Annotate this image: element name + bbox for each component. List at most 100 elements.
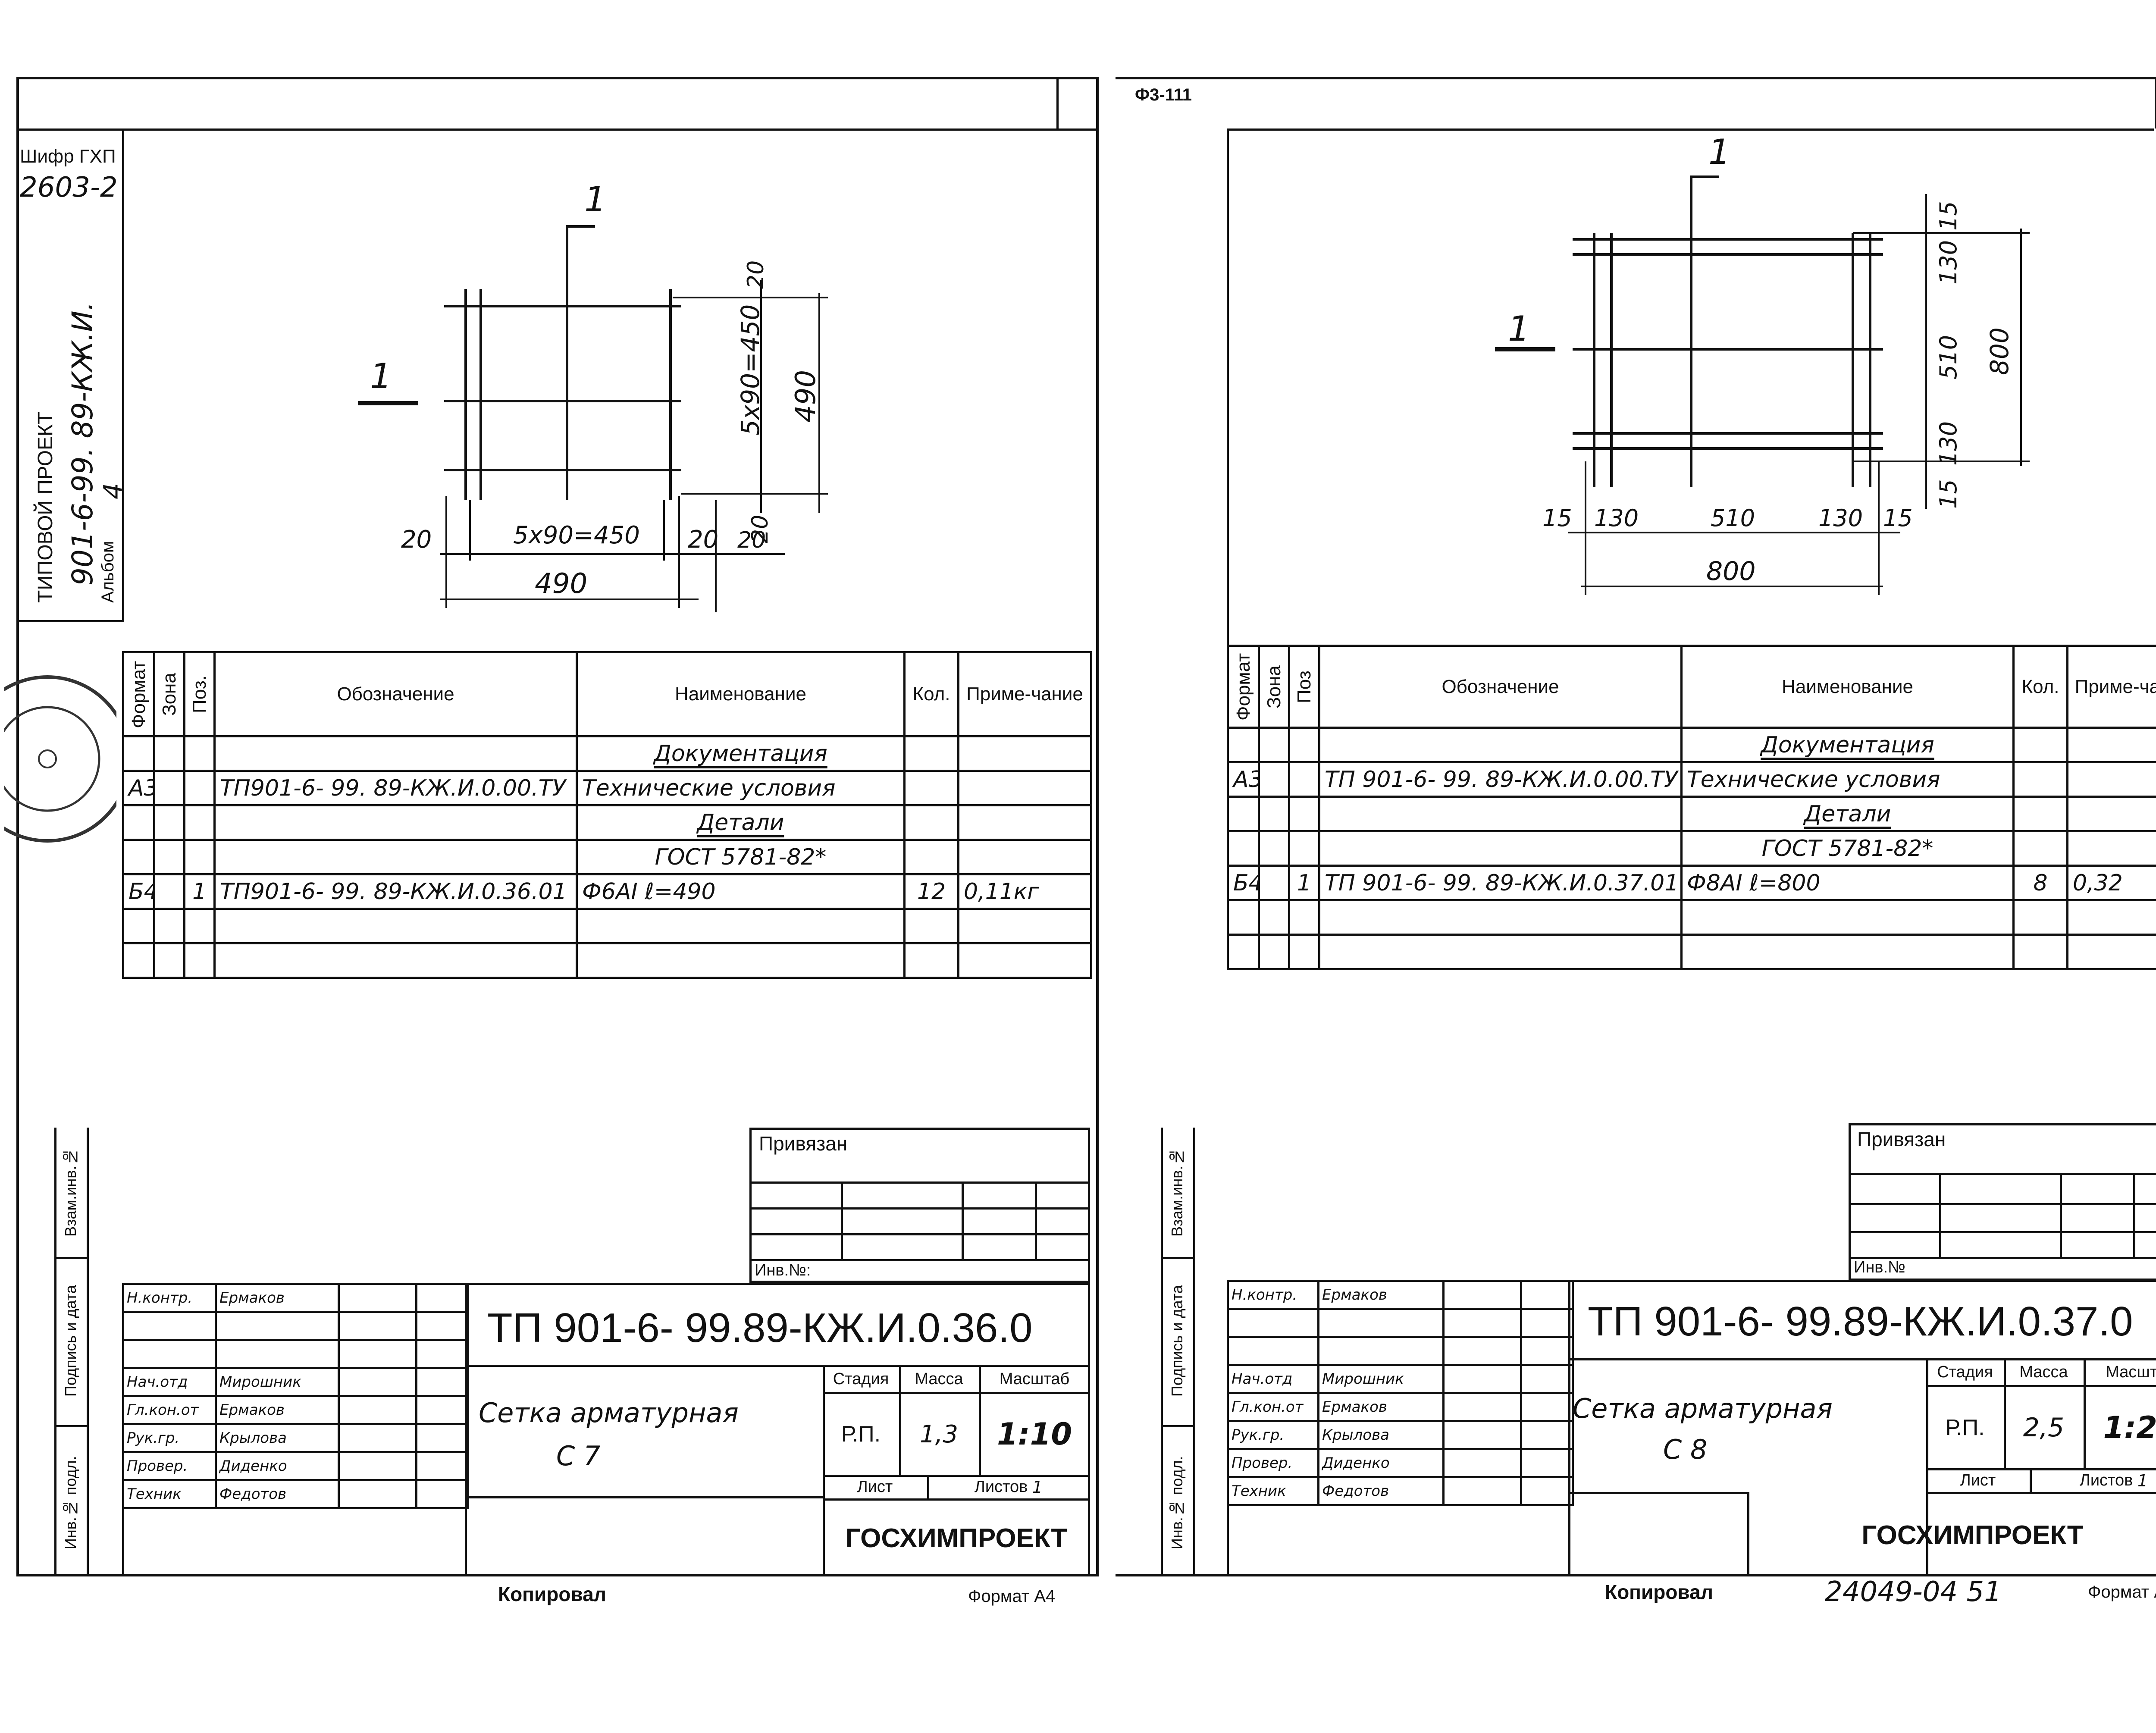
signature-date-cell — [1520, 1392, 1574, 1422]
stamp-col-divider — [1568, 1280, 1570, 1576]
signature-name: Диденко — [215, 1451, 340, 1481]
hdr-name: Наименование — [576, 651, 906, 737]
hdr-zone: Зона — [1259, 646, 1289, 728]
copied-label: Копировал — [498, 1583, 606, 1605]
spec-cell-note — [957, 804, 1092, 841]
privyazan-col2 — [2060, 1173, 2062, 1257]
signature-date-cell — [415, 1311, 469, 1341]
signature-date-cell — [1520, 1364, 1574, 1394]
spec-cell-zone — [1258, 865, 1290, 901]
spec-cell-designation — [213, 804, 578, 841]
signature-date-cell — [1520, 1420, 1574, 1450]
spec-cell-zone — [1258, 899, 1290, 936]
margin-row-divider-1 — [56, 1257, 87, 1259]
dim-h-total: 800 — [1706, 556, 1756, 586]
privyazan-label: Привязан — [759, 1132, 848, 1155]
margin-columns: Взам.инв.№ Подпись и дата Инв.№ подл. — [1161, 1128, 1230, 1576]
dim-v-15-bottom: 15 — [1935, 479, 1962, 509]
spec-cell-name: Ф8АI ℓ=800 — [1680, 865, 2015, 901]
sms-list-divider — [1926, 1492, 2156, 1494]
signature-name — [1317, 1336, 1445, 1366]
sheet-c7: Шифр ГХП 2603-2 ТИПОВОЙ ПРОЕКТ 901-6-99.… — [4, 77, 1099, 1606]
spec-cell-note — [2066, 830, 2156, 867]
spec-cell-format: А3 — [1227, 761, 1260, 798]
spec-cell-pos — [183, 804, 216, 841]
signature-date-cell — [1520, 1476, 1574, 1506]
spec-cell-zone — [153, 839, 185, 875]
spec-cell-note — [957, 735, 1092, 772]
privyazan-row1 — [1849, 1173, 2156, 1175]
signature-name: Диденко — [1317, 1448, 1445, 1478]
sms-body-divider — [823, 1475, 1090, 1477]
signature-row — [122, 1339, 469, 1369]
margin-label-inv: Инв.№ подл. — [62, 1456, 79, 1550]
title-lower-divider — [1568, 1492, 1747, 1494]
org-box-left — [1747, 1492, 1749, 1576]
spec-cell-designation — [1318, 727, 1683, 763]
privyazan-row3 — [749, 1233, 1090, 1235]
top-strip-tick — [1056, 77, 1059, 128]
hdr-pos: Поз — [1289, 646, 1319, 728]
spec-cell-format — [1227, 899, 1260, 936]
listov-label-text: Листов — [974, 1478, 1028, 1496]
margin-label-vzam: Взам.инв.№ — [1168, 1148, 1186, 1237]
spec-cell-zone — [1258, 934, 1290, 970]
spec-cell-note — [2066, 899, 2156, 936]
spec-cell-name: Детали — [1680, 796, 2015, 832]
privyazan-row2 — [749, 1207, 1090, 1210]
margin-columns: Взам.инв.№ Подпись и дата Инв.№ подл. — [54, 1128, 124, 1576]
spec-cell-zone — [1258, 796, 1290, 832]
spec-row — [1227, 899, 2156, 936]
margin-row-divider-2 — [56, 1425, 87, 1427]
spec-row: Документация — [122, 735, 1092, 772]
doc-code: ТП 901-6- 99.89-КЖ.И.0.37.0 — [1588, 1298, 2133, 1344]
scale-label: Масштаб — [2106, 1363, 2156, 1381]
spec-cell-note — [2066, 727, 2156, 763]
spec-cell-qty — [2012, 761, 2068, 798]
drawing-title-line1: Сетка арматурная — [479, 1397, 739, 1429]
spec-cell-pos — [183, 942, 216, 979]
mesh-drawing-c7: 1 1 20 5x90=450 490 20 5x90=450 20 20 20… — [358, 179, 828, 612]
signature-role: Техник — [1227, 1476, 1319, 1506]
spec-cell-zone — [153, 873, 185, 910]
privyazan-box — [749, 1128, 1090, 1283]
signature-signature-cell — [1442, 1364, 1522, 1394]
signature-role: Гл.кон.от — [1227, 1392, 1319, 1422]
section-mark-left: 1 — [370, 356, 392, 396]
signature-name: Мирошник — [215, 1367, 340, 1397]
signature-signature-cell — [338, 1479, 417, 1509]
spec-cell-pos — [1288, 796, 1320, 832]
drawing-title-line1: Сетка арматурная — [1573, 1393, 1833, 1424]
inv-no-label: Инв.№: — [755, 1261, 811, 1279]
signature-name — [215, 1311, 340, 1341]
signature-row: Н.контр.Ермаков — [1227, 1280, 1574, 1310]
list-label: Лист — [857, 1478, 893, 1496]
signature-date-cell — [1520, 1336, 1574, 1366]
spec-row: Детали — [1227, 796, 2156, 832]
listov-label-text: Листов — [2079, 1471, 2133, 1489]
spec-cell-zone — [1258, 830, 1290, 867]
section-mark-top: 1 — [1708, 132, 1730, 172]
hdr-qty: Кол. — [2012, 645, 2068, 729]
dim-vertical-total: 490 — [790, 370, 822, 423]
signature-name — [1317, 1308, 1445, 1338]
privyazan-row4 — [749, 1259, 1090, 1261]
spec-cell-format: Б4 — [1227, 865, 1260, 901]
spec-cell-note: 0,11кг — [957, 873, 1092, 910]
spec-cell-format — [122, 735, 155, 772]
spec-body: ДокументацияА3ТП 901-6- 99. 89-КЖ.И.0.00… — [1227, 727, 2156, 970]
spec-cell-note: 0,32 — [2066, 865, 2156, 901]
mass-label: Масса — [915, 1369, 963, 1388]
album-label: Альбом — [98, 541, 117, 603]
spec-cell-pos — [183, 770, 216, 806]
signature-signature-cell — [338, 1451, 417, 1481]
spec-cell-name — [1680, 899, 2015, 936]
dim-bottom-right2: 20 — [737, 527, 766, 553]
signature-role — [1227, 1336, 1319, 1366]
shifr-value: 2603-2 — [20, 172, 118, 204]
doc-code: ТП 901-6- 99.89-КЖ.И.0.36.0 — [487, 1305, 1033, 1351]
dim-h-15-left: 15 — [1542, 505, 1572, 532]
spec-row: А3ТП901-6- 99. 89-КЖ.И.0.00.ТУТехнически… — [122, 770, 1092, 806]
